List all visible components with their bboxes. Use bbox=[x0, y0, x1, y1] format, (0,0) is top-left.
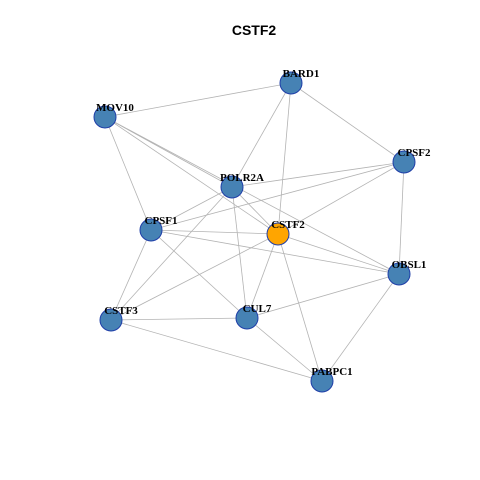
node-cpsf1[interactable] bbox=[139, 218, 163, 242]
edge-polr2a-cul7 bbox=[231, 186, 248, 319]
graph-title: CSTF2 bbox=[232, 22, 277, 38]
node-label-cpsf1: CPSF1 bbox=[145, 215, 178, 227]
edge-cpsf2-obsl1 bbox=[398, 161, 405, 275]
node-label-cstf3: CSTF3 bbox=[104, 305, 138, 317]
edge-cstf2-pabpc1 bbox=[277, 233, 323, 382]
edge-obsl1-pabpc1 bbox=[321, 273, 400, 382]
edge-cstf2-cstf3 bbox=[110, 233, 279, 321]
node-polr2a[interactable] bbox=[220, 175, 244, 199]
nodes-layer bbox=[93, 71, 416, 393]
edge-mov10-cstf2 bbox=[104, 116, 279, 235]
edge-mov10-obsl1 bbox=[104, 116, 400, 275]
edge-bard1-cstf2 bbox=[277, 82, 292, 235]
node-label-mov10: MOV10 bbox=[96, 102, 134, 114]
edge-cul7-pabpc1 bbox=[246, 317, 323, 382]
edge-cstf2-cpsf2 bbox=[277, 161, 405, 235]
edge-bard1-polr2a bbox=[231, 82, 292, 188]
node-label-cstf2: CSTF2 bbox=[271, 219, 305, 231]
edge-cul7-obsl1 bbox=[246, 273, 400, 319]
node-label-cul7: CUL7 bbox=[243, 303, 272, 315]
edge-cstf3-pabpc1 bbox=[110, 319, 323, 382]
node-cpsf2[interactable] bbox=[392, 150, 416, 174]
node-label-pabpc1: PABPC1 bbox=[311, 366, 352, 378]
edge-cstf3-cul7 bbox=[110, 317, 248, 321]
node-obsl1[interactable] bbox=[387, 262, 411, 286]
node-label-bard1: BARD1 bbox=[283, 68, 320, 80]
node-cstf3[interactable] bbox=[99, 308, 123, 332]
edge-polr2a-cpsf2 bbox=[231, 161, 405, 188]
edge-bard1-cpsf2 bbox=[290, 82, 405, 163]
edge-cpsf1-obsl1 bbox=[150, 229, 400, 275]
node-mov10[interactable] bbox=[93, 105, 117, 129]
edge-cpsf1-cul7 bbox=[150, 229, 248, 319]
node-pabpc1[interactable] bbox=[310, 369, 334, 393]
edges-layer bbox=[104, 82, 405, 382]
node-label-cpsf2: CPSF2 bbox=[398, 147, 432, 159]
node-cul7[interactable] bbox=[235, 306, 259, 330]
node-bard1[interactable] bbox=[279, 71, 303, 95]
edge-cstf2-cul7 bbox=[246, 233, 279, 319]
edge-mov10-cpsf1 bbox=[104, 116, 152, 231]
edge-cpsf1-cpsf2 bbox=[150, 161, 405, 231]
edge-polr2a-cstf3 bbox=[110, 186, 233, 321]
edge-cpsf1-cstf3 bbox=[110, 229, 152, 321]
edge-mov10-bard1 bbox=[104, 82, 292, 118]
node-cstf2[interactable] bbox=[266, 222, 290, 246]
node-label-polr2a: POLR2A bbox=[220, 172, 264, 184]
node-label-obsl1: OBSL1 bbox=[392, 259, 427, 271]
edge-cstf2-obsl1 bbox=[277, 233, 400, 275]
edge-polr2a-cpsf1 bbox=[150, 186, 233, 231]
edge-cpsf1-cstf2 bbox=[150, 229, 279, 235]
